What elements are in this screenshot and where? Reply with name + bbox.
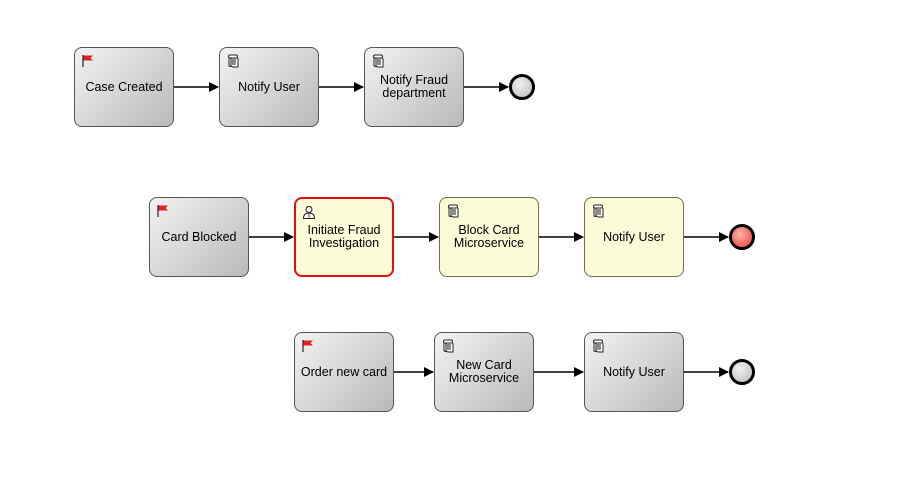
- task-label: Notify Fraud department: [379, 73, 449, 100]
- task-block-card-microservice[interactable]: Block Card Microservice: [439, 197, 539, 277]
- task-card-blocked[interactable]: Card Blocked: [149, 197, 249, 277]
- user-task-icon: [302, 205, 316, 219]
- script-icon: [591, 204, 605, 218]
- end-event[interactable]: [729, 224, 755, 250]
- task-label: Card Blocked: [161, 229, 237, 244]
- script-icon: [591, 339, 605, 353]
- task-label: Case Created: [85, 79, 163, 94]
- task-label: Block Card Microservice: [453, 223, 525, 250]
- script-icon: [226, 54, 240, 68]
- end-event[interactable]: [509, 74, 535, 100]
- red-flag-icon: [156, 204, 170, 218]
- task-label: Order new card: [300, 364, 388, 379]
- task-notify-user[interactable]: Notify User: [219, 47, 319, 127]
- script-icon: [446, 204, 460, 218]
- task-new-card-microservice[interactable]: New Card Microservice: [434, 332, 534, 412]
- task-label: New Card Microservice: [448, 358, 520, 385]
- task-order-new-card[interactable]: Order new card: [294, 332, 394, 412]
- script-icon: [441, 339, 455, 353]
- script-icon: [371, 54, 385, 68]
- end-event[interactable]: [729, 359, 755, 385]
- task-label: Initiate Fraud Investigation: [307, 223, 381, 250]
- task-label: Notify User: [603, 229, 665, 244]
- task-label: Notify User: [603, 364, 665, 379]
- red-flag-icon: [81, 54, 95, 68]
- task-notify-fraud-department[interactable]: Notify Fraud department: [364, 47, 464, 127]
- task-notify-user[interactable]: Notify User: [584, 332, 684, 412]
- task-initiate-fraud-investigation[interactable]: Initiate Fraud Investigation: [294, 197, 394, 277]
- task-label: Notify User: [238, 79, 300, 94]
- red-flag-icon: [301, 339, 315, 353]
- task-case-created[interactable]: Case Created: [74, 47, 174, 127]
- task-notify-user[interactable]: Notify User: [584, 197, 684, 277]
